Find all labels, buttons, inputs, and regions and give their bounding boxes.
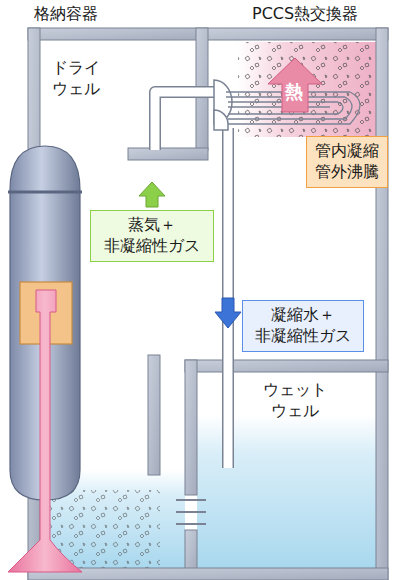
region-label: PCCS熱交換器	[252, 4, 358, 25]
heat-label: 熱	[285, 80, 303, 103]
condensate-flow-box: 凝縮水＋ 非凝縮性ガス	[242, 300, 364, 352]
region-label: ウェット ウェル	[260, 380, 330, 422]
region-label: ドライウェル	[52, 58, 100, 100]
box-text: 凝縮水＋ 非凝縮性ガス	[249, 305, 357, 347]
process-note-box: 管内凝縮 管外沸騰	[306, 136, 388, 188]
region-label: 格納容器	[34, 4, 98, 25]
steam-flow-box: 蒸気＋ 非凝縮性ガス	[90, 210, 214, 262]
box-text: 蒸気＋ 非凝縮性ガス	[97, 215, 207, 257]
box-text: 管内凝縮 管外沸騰	[313, 141, 381, 183]
